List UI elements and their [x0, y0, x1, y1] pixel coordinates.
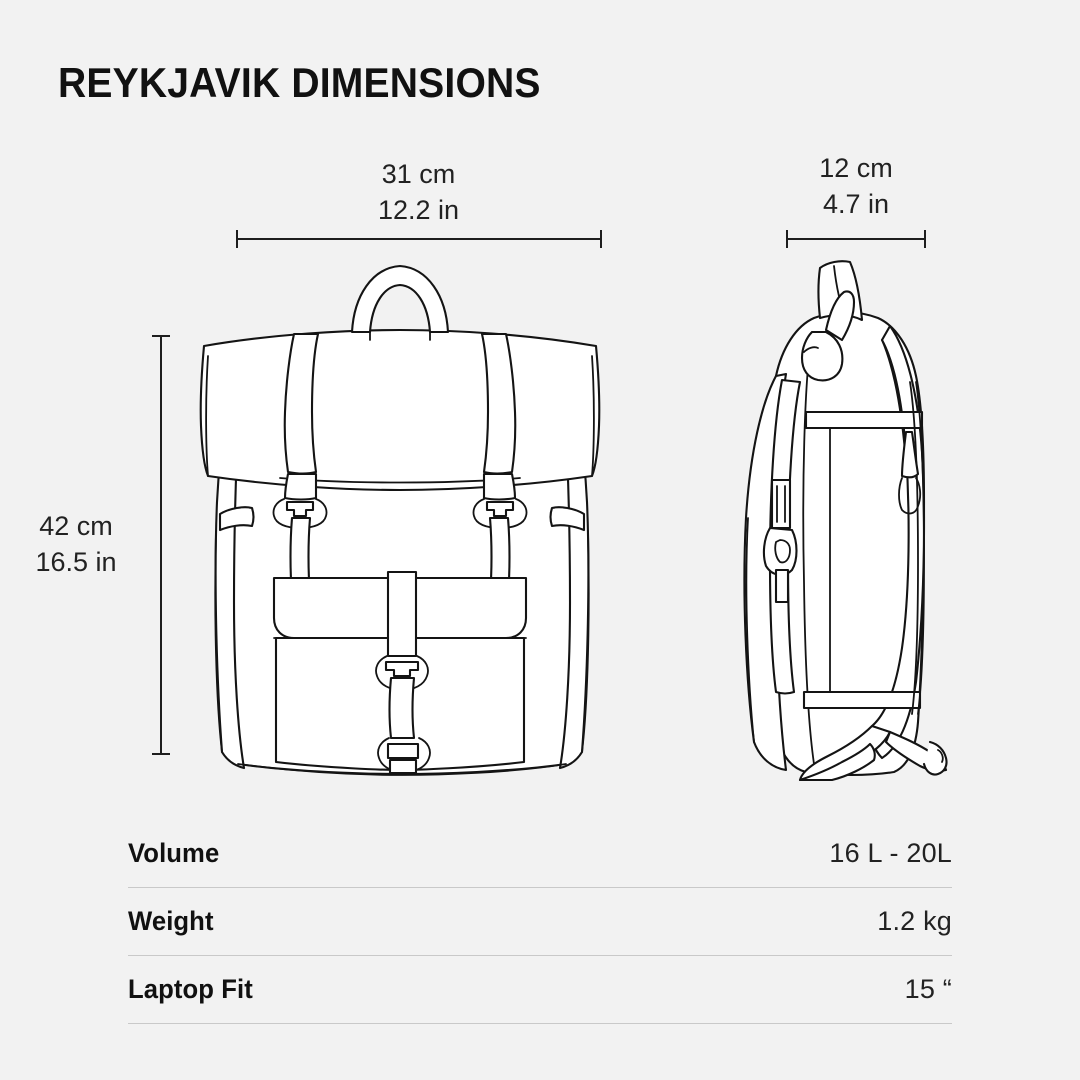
width-imperial-value: 12.2 in: [377, 194, 460, 225]
height-dimension-label: 42 cm 16.5 in: [10, 509, 142, 580]
spec-value-weight: 1.2 kg: [877, 906, 952, 936]
width-dimension-label: 31 cm 12.2 in: [236, 157, 601, 228]
height-imperial-value: 16.5 in: [35, 546, 117, 577]
backpack-side-view-illustration: [694, 252, 994, 782]
spec-label-laptop-fit: Laptop Fit: [128, 974, 253, 1004]
spec-value-volume: 16 L - 20L: [829, 838, 952, 868]
table-row: Weight 1.2 kg: [128, 888, 952, 956]
height-metric-value: 42 cm: [39, 511, 113, 541]
backpack-front-view-illustration: [186, 252, 614, 782]
table-row: Laptop Fit 15 “: [128, 956, 952, 1024]
table-row: Volume 16 L - 20L: [128, 820, 952, 888]
depth-dimension-label: 12 cm 4.7 in: [786, 151, 926, 222]
spec-value-laptop-fit: 15 “: [904, 974, 952, 1004]
spec-label-volume: Volume: [128, 838, 220, 868]
depth-imperial-value: 4.7 in: [822, 188, 890, 219]
spec-table: Volume 16 L - 20L Weight 1.2 kg Laptop F…: [128, 820, 952, 1024]
spec-label-weight: Weight: [128, 906, 214, 936]
depth-metric-value: 12 cm: [819, 153, 893, 183]
page-title: REYKJAVIK DIMENSIONS: [58, 59, 541, 106]
depth-dimension-line: [786, 230, 926, 248]
height-dimension-line: [152, 335, 170, 755]
width-dimension-line: [236, 230, 602, 248]
width-metric-value: 31 cm: [381, 159, 456, 189]
